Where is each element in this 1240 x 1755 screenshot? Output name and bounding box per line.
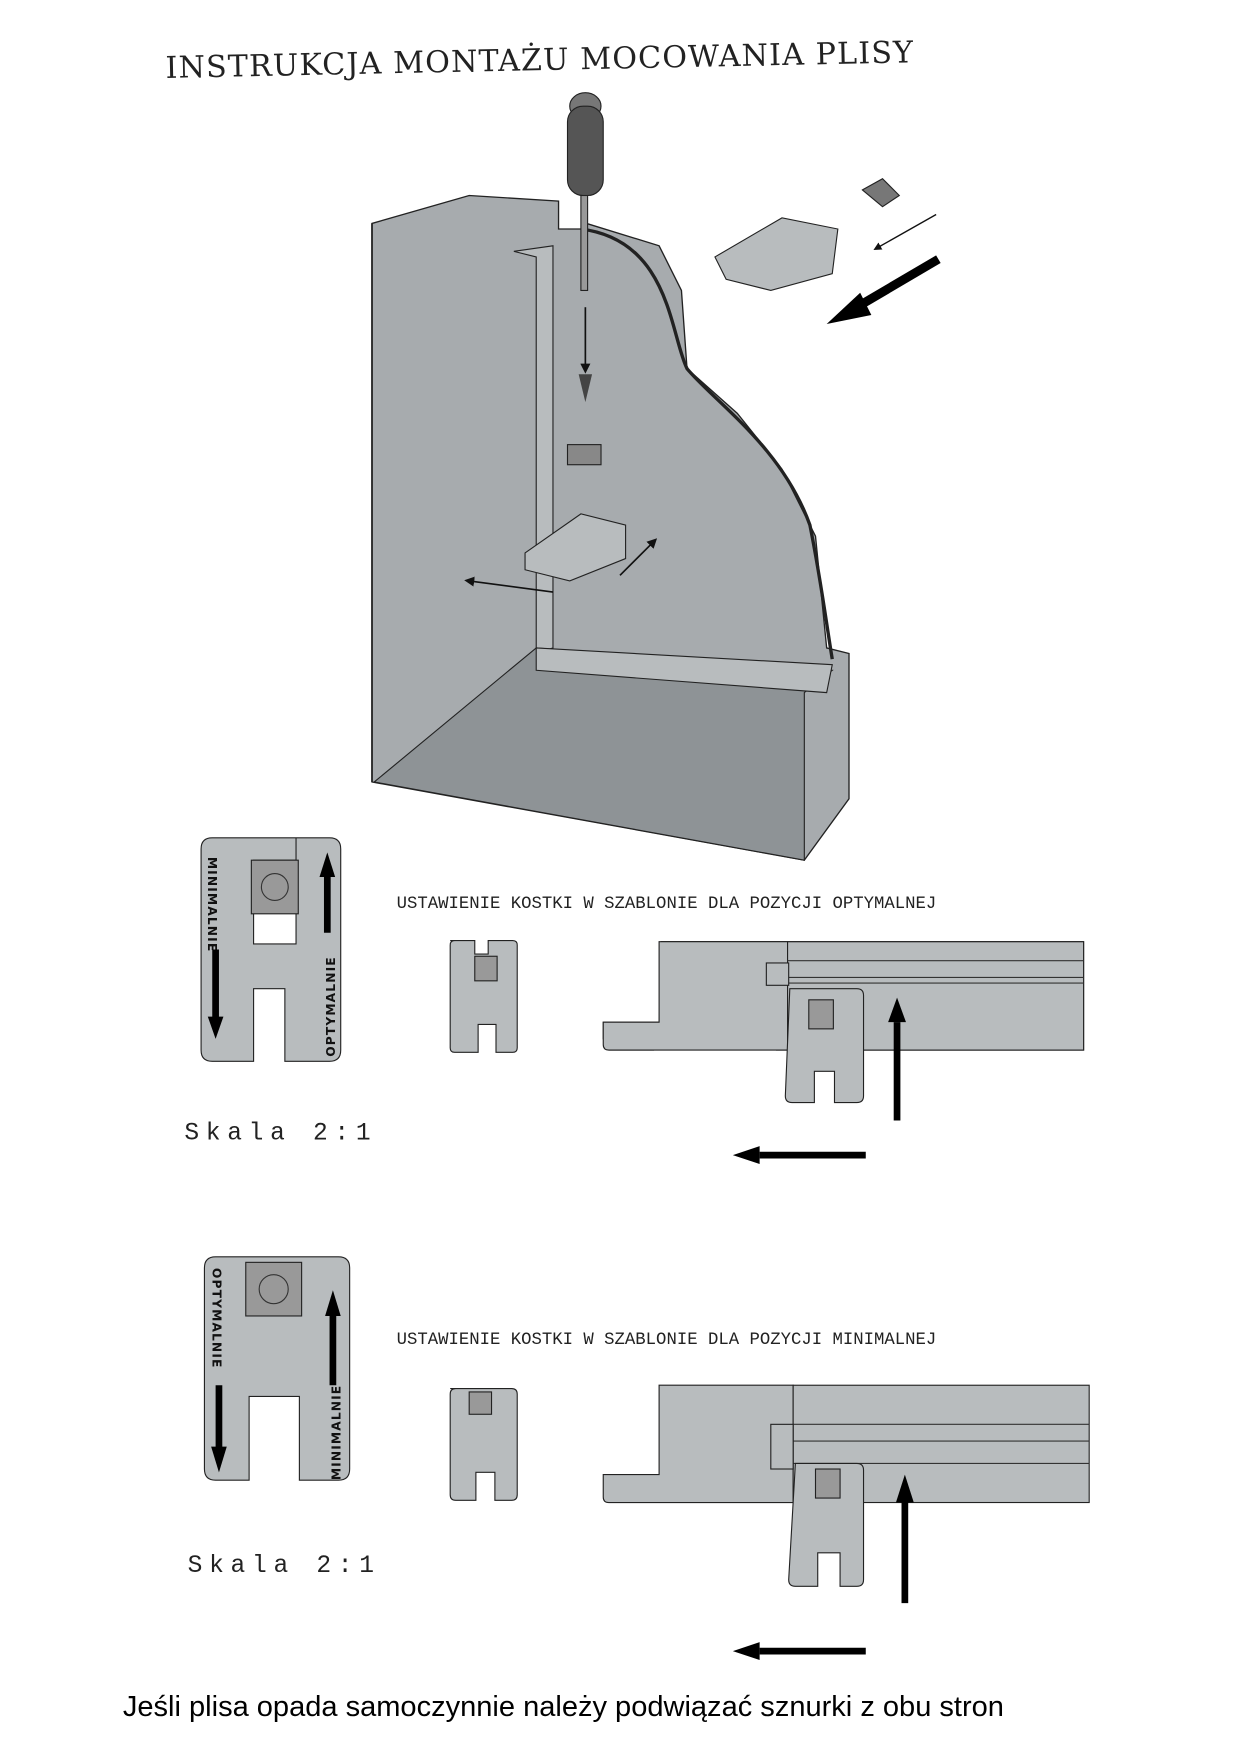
arrow-down-icon xyxy=(211,1446,227,1473)
section-minimal: OPTYMALNIE MINIMALNIE USTAWIENIE KOSTKI … xyxy=(188,1256,1090,1661)
label-minimalnie: MINIMALNIE xyxy=(330,1385,344,1481)
window-frame-illustration xyxy=(371,92,941,861)
cube-part-icon xyxy=(861,178,901,208)
cube-template-small xyxy=(449,1388,518,1501)
scale-label: Skala 2:1 xyxy=(188,1553,381,1580)
bracket-icon xyxy=(524,513,627,582)
arrow-icon xyxy=(826,292,872,324)
label-optymalnie: OPTYMALNIE xyxy=(324,956,338,1057)
document-title: INSTRUKCJA MONTAŻU MOCOWANIA PLISY xyxy=(165,34,914,86)
arrow-left-icon xyxy=(732,1642,760,1661)
arrow-up-icon xyxy=(888,997,906,1023)
arrow-up-icon xyxy=(895,1474,914,1503)
arrow-up-icon xyxy=(319,852,336,877)
screw-icon xyxy=(578,374,593,403)
scale-label: Skala 2:1 xyxy=(184,1120,377,1147)
screwdriver-icon xyxy=(566,92,604,292)
label-optymalnie: OPTYMALNIE xyxy=(209,1268,223,1369)
label-minimalnie: MINIMALNIE xyxy=(205,857,219,953)
cube-template-large: MINIMALNIE OPTYMALNIE xyxy=(200,837,342,1062)
section-optimal: MINIMALNIE OPTYMALNIE USTAWIENIE KOSTKI … xyxy=(184,837,1085,1165)
arrow-down-icon xyxy=(207,1016,224,1039)
template-profile-minimal xyxy=(602,1384,1090,1587)
section-heading-optimal: USTAWIENIE KOSTKI W SZABLONIE DLA POZYCJ… xyxy=(397,895,937,914)
section-heading-minimal: USTAWIENIE KOSTKI W SZABLONIE DLA POZYCJ… xyxy=(397,1331,937,1350)
cube-block-icon xyxy=(566,444,602,466)
bracket-part-icon xyxy=(714,217,839,292)
cube-template-large: OPTYMALNIE MINIMALNIE xyxy=(203,1256,351,1481)
arrow-up-icon xyxy=(325,1290,341,1316)
footer-note: Jeśli plisa opada samoczynnie należy pod… xyxy=(123,1691,1004,1723)
arrow-left-icon xyxy=(732,1146,760,1165)
template-profile-optimal xyxy=(602,941,1085,1104)
cube-template-small xyxy=(449,940,518,1053)
